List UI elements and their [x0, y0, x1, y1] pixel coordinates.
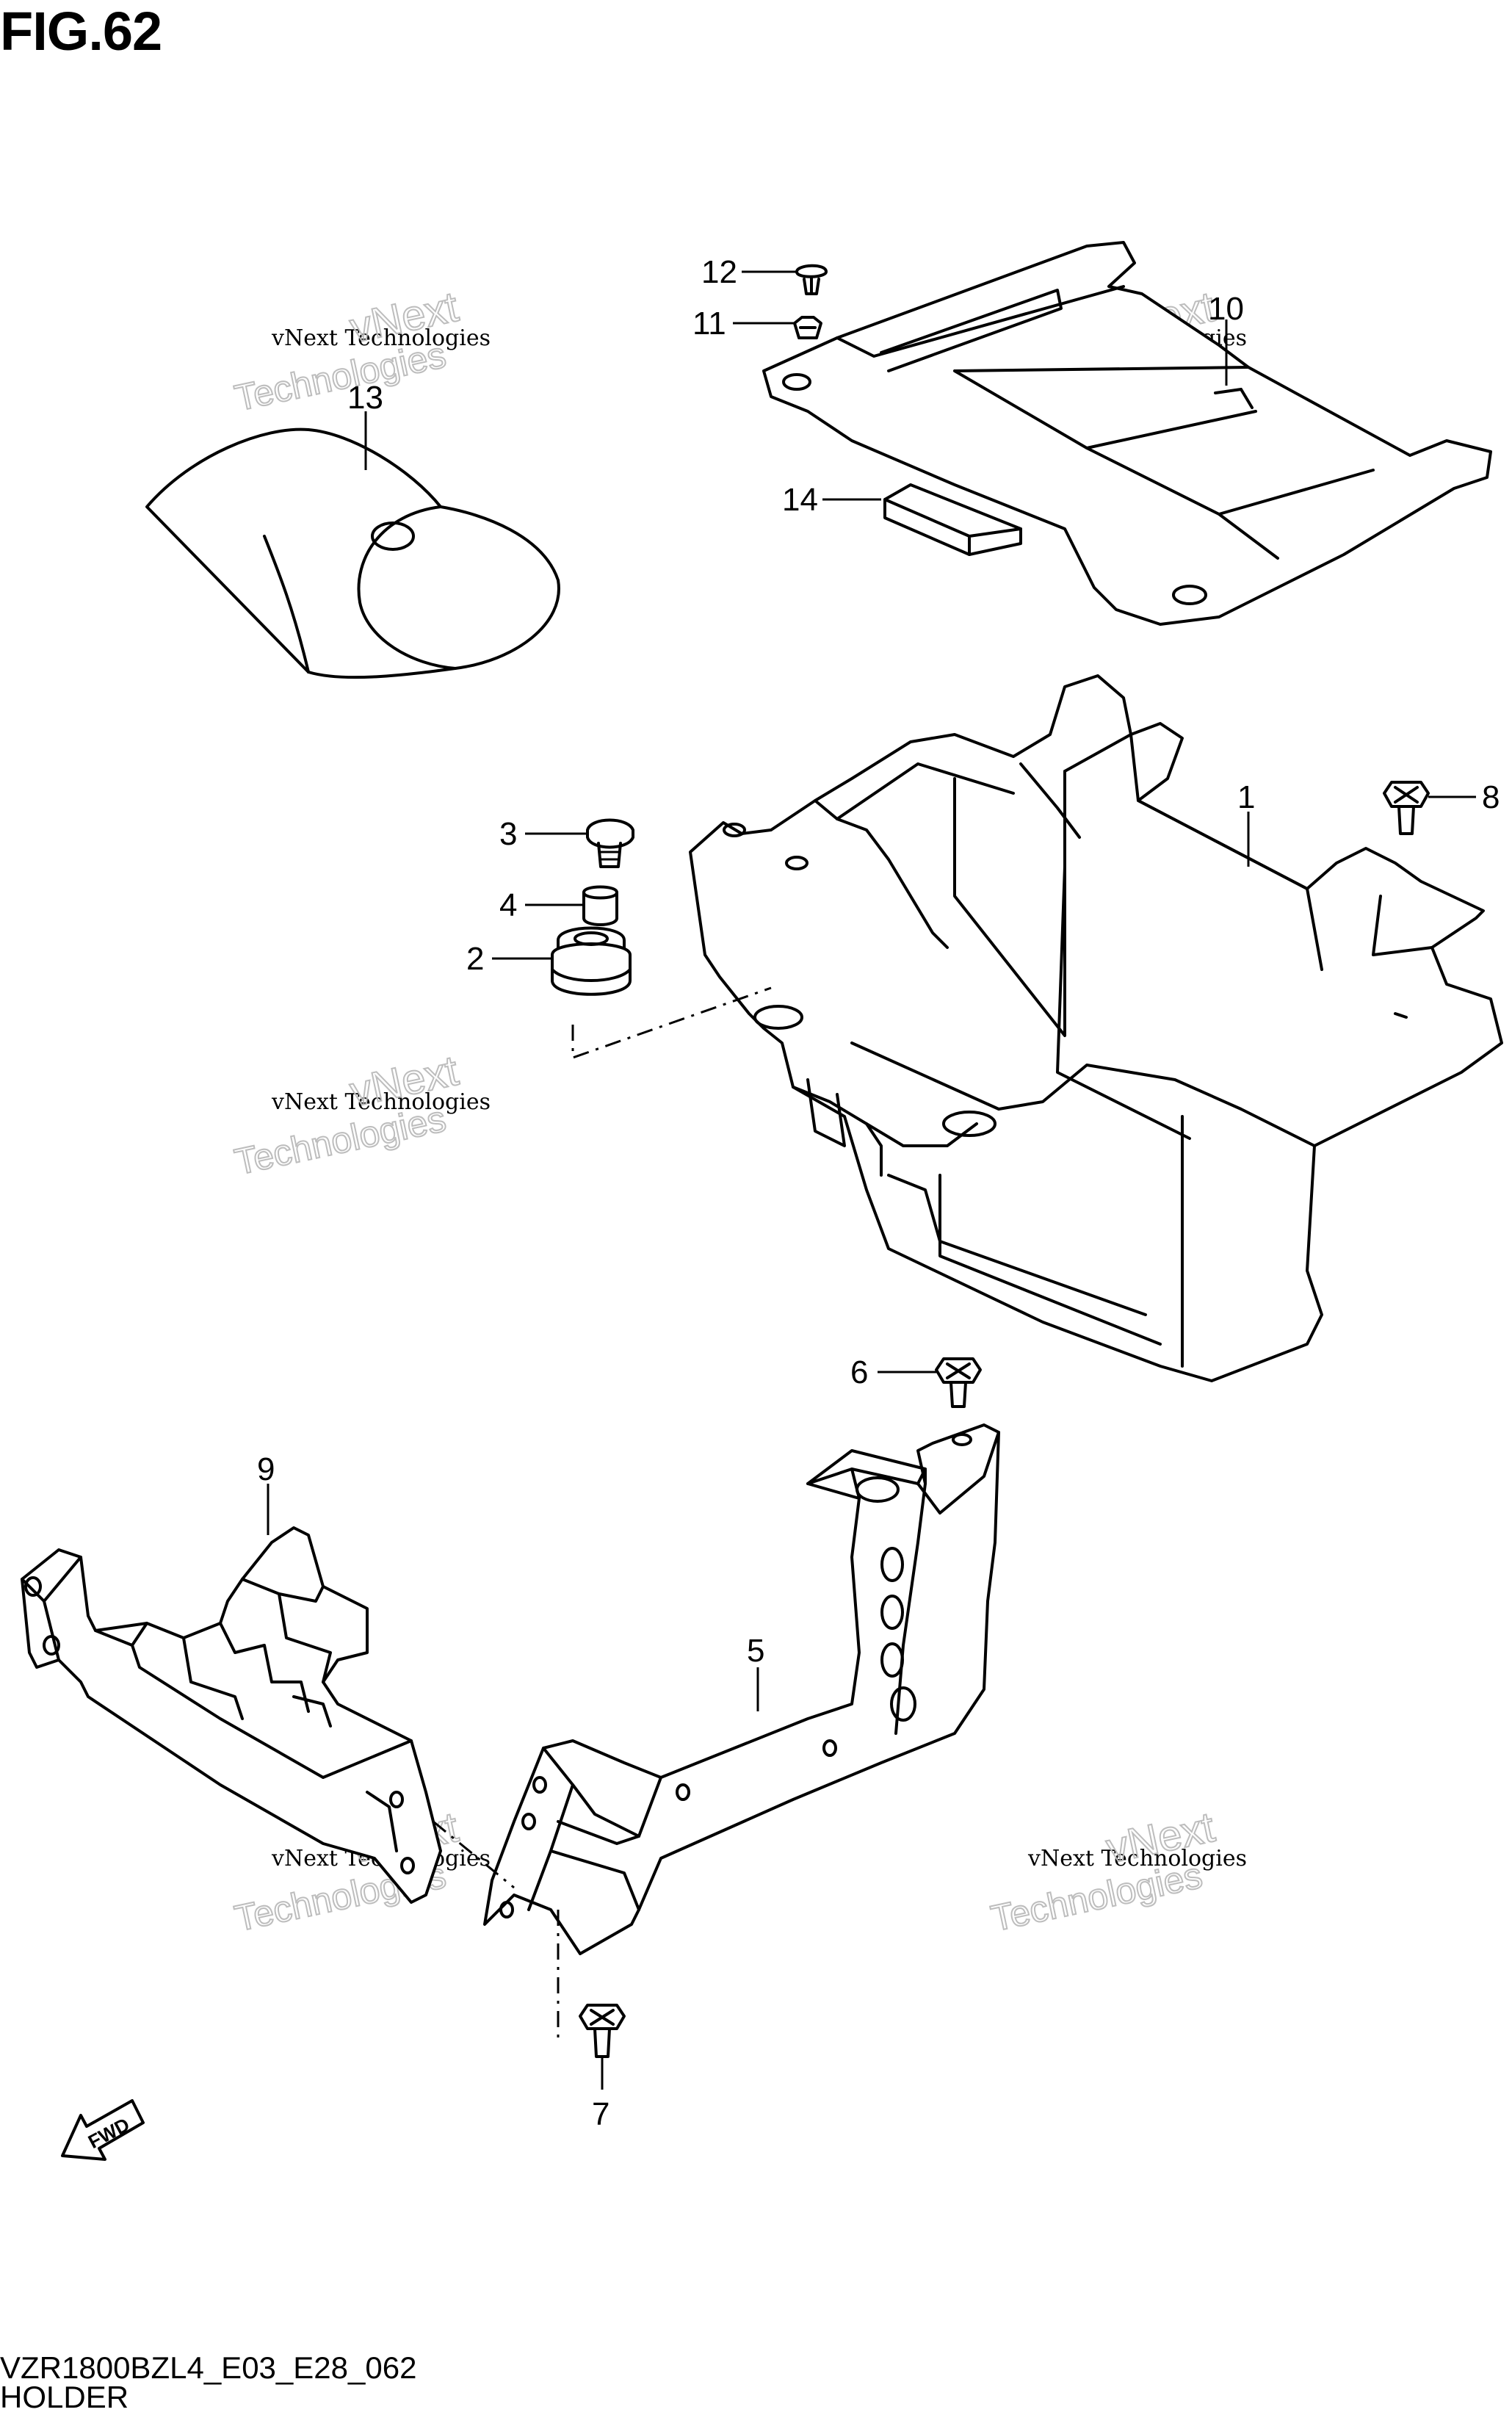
- watermark-text: vNext Technologies: [271, 325, 491, 351]
- part-2-grommet: [551, 926, 632, 996]
- callout-1: 1: [1237, 779, 1255, 815]
- part-5-bracket: [483, 1423, 1000, 1955]
- callout-13: 13: [347, 380, 383, 416]
- callout-11: 11: [692, 306, 726, 342]
- callout-2: 2: [466, 941, 484, 977]
- assembly-line: [433, 1820, 560, 2042]
- part-8-bolt: [1383, 781, 1430, 835]
- callout-9: 9: [257, 1451, 275, 1487]
- part-9-bracket: [21, 1526, 442, 1904]
- callout-8: 8: [1482, 779, 1500, 815]
- figure-title: FIG.62: [0, 1, 162, 62]
- assembly-line: [571, 986, 772, 1060]
- callout-10: 10: [1208, 291, 1244, 327]
- fwd-arrow-icon: FWD: [61, 2099, 145, 2161]
- callout-4: 4: [499, 887, 517, 923]
- callout-5: 5: [747, 1633, 764, 1669]
- part-11-nut: [793, 316, 822, 339]
- watermark-text: vNext Technologies: [1027, 1846, 1247, 1871]
- part-1-battery-holder: [689, 674, 1503, 1382]
- callout-12: 12: [701, 254, 737, 290]
- callout-3: 3: [499, 816, 517, 852]
- callout-14: 14: [782, 482, 818, 518]
- callout-7: 7: [592, 2096, 609, 2132]
- watermark-text: vNext Technologies: [271, 1089, 491, 1115]
- callouts: 12 11 10 13 14 1 8 3 4 2 6 9 5: [257, 254, 1500, 2132]
- part-3-bolt: [586, 818, 634, 868]
- part-12-clip: [795, 264, 828, 295]
- part-7-bolt: [579, 2004, 626, 2058]
- diagram-name: HOLDER: [0, 2380, 129, 2414]
- callout-6: 6: [850, 1354, 868, 1390]
- part-14-pad: [883, 483, 1022, 556]
- part-10-plate: [762, 241, 1492, 626]
- part-13-cover: [145, 427, 560, 679]
- diagram-code: VZR1800BZL4_E03_E28_062: [0, 2350, 417, 2385]
- part-6-bolt: [935, 1357, 982, 1408]
- part-4-collar: [582, 885, 618, 926]
